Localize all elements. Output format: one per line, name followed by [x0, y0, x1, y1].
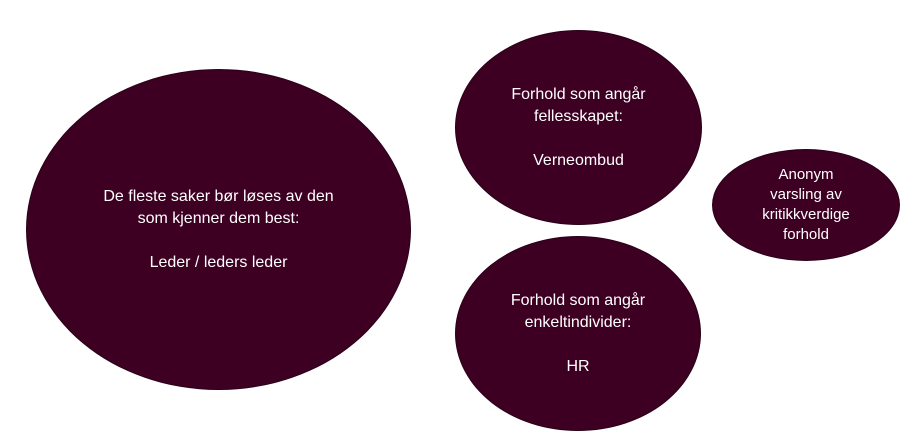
- leader-bubble-spacer: [99, 230, 339, 252]
- safety-rep-bubble-heading: Forhold som angår fellesskapet:: [511, 85, 646, 125]
- anonymous-reporting-bubble-content: Anonym varsling av kritikkverdige forhol…: [751, 165, 861, 245]
- leader-bubble-content: De fleste saker bør løses av den som kje…: [99, 186, 339, 274]
- anonymous-reporting-bubble-text: Anonym varsling av kritikkverdige forhol…: [762, 166, 850, 243]
- anonymous-reporting-bubble: Anonym varsling av kritikkverdige forhol…: [712, 149, 900, 261]
- safety-rep-bubble-content: Forhold som angår fellesskapet: Verneomb…: [494, 84, 664, 172]
- leader-bubble: De fleste saker bør løses av den som kje…: [26, 69, 411, 390]
- hr-bubble-role: HR: [566, 357, 590, 375]
- hr-bubble-spacer: [493, 334, 663, 356]
- hr-bubble-content: Forhold som angår enkeltindivider: HR: [493, 290, 663, 378]
- safety-rep-bubble-role: Verneombud: [533, 151, 624, 169]
- safety-rep-bubble: Forhold som angår fellesskapet: Verneomb…: [455, 30, 702, 225]
- hr-bubble: Forhold som angår enkeltindivider: HR: [455, 236, 701, 431]
- safety-rep-bubble-spacer: [494, 128, 664, 150]
- leader-bubble-role: Leder / leders leder: [149, 253, 288, 271]
- hr-bubble-heading: Forhold som angår enkeltindivider:: [510, 291, 646, 331]
- leader-bubble-heading: De fleste saker bør løses av den som kje…: [103, 187, 334, 227]
